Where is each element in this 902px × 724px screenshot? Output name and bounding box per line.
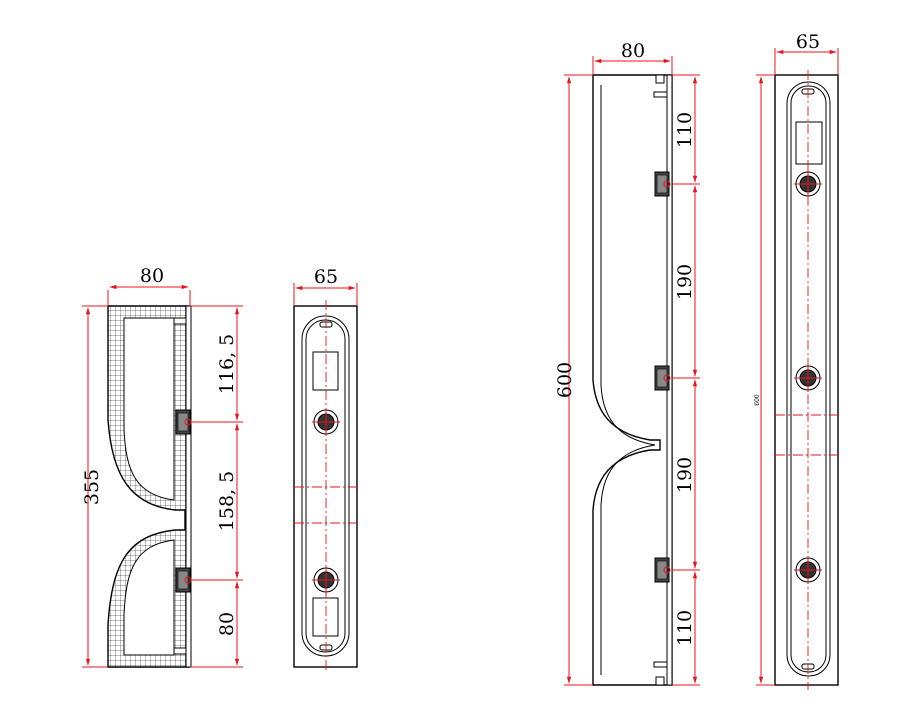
large-front-panel-outer (786, 81, 831, 677)
large-side-hinge-1 (654, 171, 671, 197)
large-side-hinge-3 (654, 557, 671, 583)
large-front-window (795, 121, 823, 165)
small-front-window-top (312, 351, 339, 391)
small-side-tab-bottom (173, 647, 187, 655)
large-side-hinge-2 (654, 365, 671, 391)
small-side-back-plate (185, 305, 192, 668)
small-height-label: 355 (81, 469, 103, 505)
large-seg-3-label: 190 (674, 457, 696, 493)
large-front-panel-inner (790, 85, 827, 673)
large-front-width-label: 65 (796, 31, 820, 53)
small-side-view: 80 355 116, 5 158, 5 80 (81, 265, 243, 668)
small-front-window-bottom (312, 597, 339, 637)
small-seg-bottom-label: 80 (216, 612, 238, 636)
large-height-label: 600 (554, 362, 576, 398)
small-side-cavity (123, 317, 175, 501)
large-side-inner-line (600, 85, 656, 675)
small-front-panel-outer (301, 315, 350, 657)
small-side-hinge-bottom (175, 567, 192, 593)
large-seg-1-label: 110 (674, 112, 696, 148)
small-front-panel-inner (305, 319, 346, 653)
large-side-body (592, 74, 673, 686)
small-front-view: 65 (293, 266, 358, 672)
large-seg-2-label: 190 (674, 264, 696, 300)
small-side-tab-top (173, 317, 187, 325)
large-width-label: 80 (621, 40, 645, 62)
large-seg-4-label: 110 (674, 610, 696, 646)
small-front-frame (293, 305, 358, 668)
small-seg-top-label: 116, 5 (216, 334, 238, 394)
small-side-hinge-top (175, 409, 192, 435)
large-front-view: 600 65 (754, 31, 839, 690)
small-seg-middle-label: 158, 5 (216, 471, 238, 531)
large-side-view: 80 600 110 190 190 110 (554, 40, 700, 686)
small-width-label: 80 (140, 265, 164, 287)
large-front-frame (774, 74, 839, 686)
small-front-width-label: 65 (314, 266, 338, 288)
small-side-cavity-lower (123, 539, 175, 656)
large-front-height-label: 600 (754, 394, 761, 406)
